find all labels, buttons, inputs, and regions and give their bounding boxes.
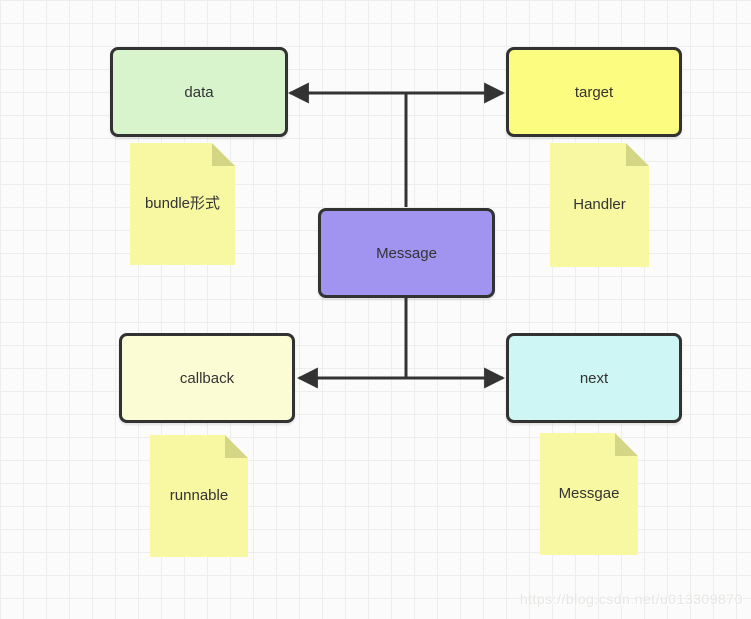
sticky-note-handler-label: Handler xyxy=(573,196,626,214)
folded-corner-icon xyxy=(225,435,248,458)
sticky-note-bundle-label: bundle形式 xyxy=(144,195,221,213)
sticky-note-handler: Handler xyxy=(550,143,649,267)
sticky-note-messgae-label: Messgae xyxy=(558,485,620,503)
node-data-label: data xyxy=(184,83,214,101)
node-next-label: next xyxy=(579,369,609,387)
node-message-label: Message xyxy=(376,244,437,262)
node-target-label: target xyxy=(574,83,614,101)
node-callback-label: callback xyxy=(179,369,235,387)
folded-corner-icon xyxy=(615,433,638,456)
node-message: Message xyxy=(318,208,495,298)
folded-corner-icon xyxy=(626,143,649,166)
node-callback: callback xyxy=(119,333,295,423)
sticky-note-messgae: Messgae xyxy=(540,433,638,555)
node-target: target xyxy=(506,47,682,137)
watermark: https://blog.csdn.net/u013309870 xyxy=(519,591,743,607)
sticky-note-bundle: bundle形式 xyxy=(130,143,235,265)
folded-corner-icon xyxy=(212,143,235,166)
sticky-note-runnable-label: runnable xyxy=(169,487,229,505)
node-data: data xyxy=(110,47,288,137)
sticky-note-runnable: runnable xyxy=(150,435,248,557)
node-next: next xyxy=(506,333,682,423)
